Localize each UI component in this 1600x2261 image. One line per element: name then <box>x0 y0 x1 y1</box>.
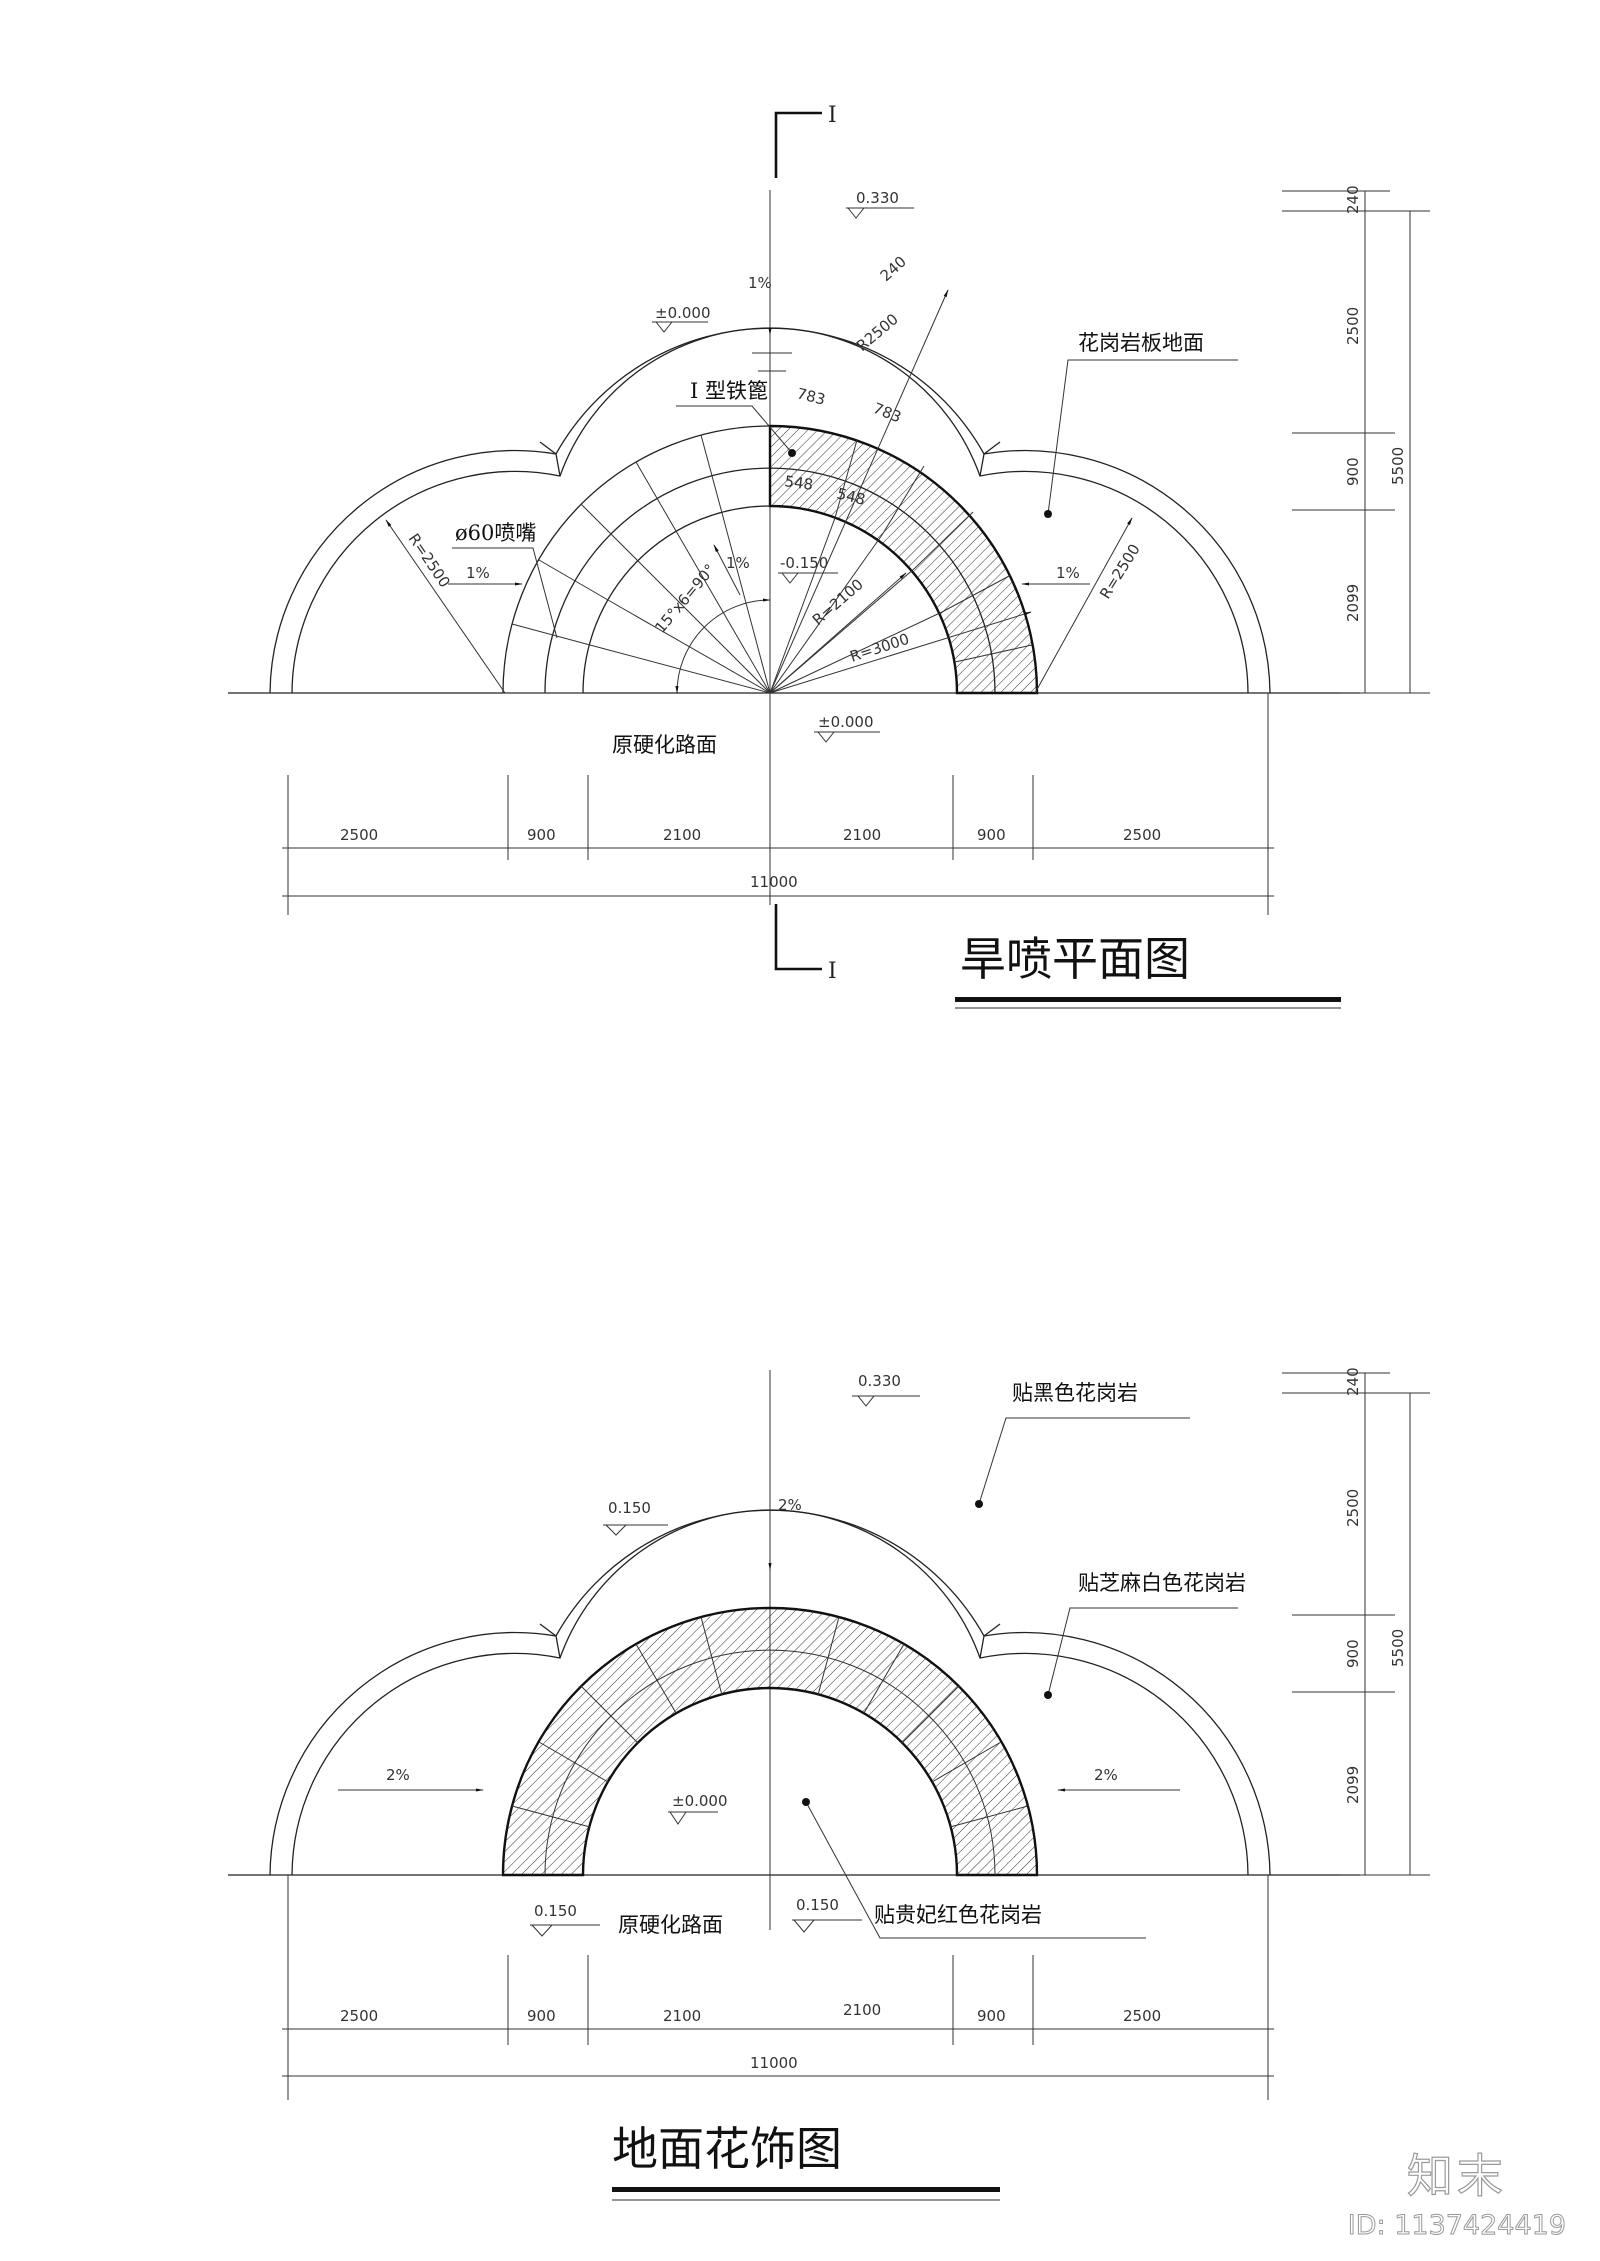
leader-grate <box>676 405 793 454</box>
elev-inner: ±0.000 <box>655 304 711 322</box>
plan-1-fountain: 1% 1% 1% 1% 0.330 ±0.000 -0.150 ±0.000 R… <box>228 103 1430 1009</box>
dim-total-height: 5500 <box>1389 447 1407 485</box>
radius-left: R=2500 <box>405 530 454 591</box>
horizontal-dimensions-2: 2500 900 2100 2100 900 2500 11000 <box>282 1875 1274 2100</box>
angle-arc <box>675 598 771 694</box>
dim-2100-right: 2100 <box>843 826 881 844</box>
section-label-top: I <box>828 103 837 128</box>
dim2-2500-vertical: 2500 <box>1344 1489 1362 1527</box>
leader-r2500-top <box>769 289 949 694</box>
horizontal-dimensions: 2500 900 2100 2100 900 2500 11000 <box>282 693 1274 915</box>
dim-900-left: 900 <box>527 826 556 844</box>
leader-paving <box>1047 359 1238 515</box>
label-iron-grate: I 型铁篦 <box>690 379 768 403</box>
dim2-2500-left: 2500 <box>340 2007 378 2025</box>
vertical-dimensions-2: 240 2500 900 2099 5500 <box>1282 1367 1430 1876</box>
angle-label: 15°x6=90° <box>651 561 719 637</box>
watermark-id: ID: 1137424419 <box>1347 2210 1566 2242</box>
hatched-band-red-granite <box>501 1606 1039 1877</box>
dim2-total-width: 11000 <box>750 2054 798 2072</box>
label-road: 原硬化路面 <box>612 733 717 757</box>
dim-900-right: 900 <box>977 826 1006 844</box>
slope-left-2: 2% <box>386 1766 410 1784</box>
leader-r3000 <box>769 611 1032 694</box>
right-cusp <box>979 441 1001 477</box>
vertical-dimensions: 240 2500 900 2099 5500 <box>1282 185 1430 694</box>
dim2-2100-left: 2100 <box>663 2007 701 2025</box>
slope-center: 1% <box>726 554 750 572</box>
watermark-brand: 知末 <box>1406 2148 1507 2203</box>
slope-right-2: 2% <box>1094 1766 1118 1784</box>
dim2-2500-right: 2500 <box>1123 2007 1161 2025</box>
plan-2-floor-decoration: 2% 2% 2% 0.330 0.150 ±0.000 0.150 0.150 … <box>228 1367 1430 2201</box>
elev-top: 0.330 <box>856 189 899 207</box>
section-marker-bottom <box>774 904 822 971</box>
slope-left: 1% <box>466 564 490 582</box>
elev-ground-right-2: 0.150 <box>796 1896 839 1914</box>
plan1-title: 旱喷平面图 <box>960 932 1190 986</box>
label-nozzle: ø60喷嘴 <box>455 521 536 545</box>
elev-inner-2: ±0.000 <box>672 1792 728 1810</box>
band-joints <box>503 434 1033 694</box>
leader-r2500-right <box>1034 517 1133 694</box>
slope-arrow-center <box>713 544 741 596</box>
elev-center: -0.150 <box>780 554 828 572</box>
section-label-bottom: I <box>828 959 837 984</box>
label-road-2: 原硬化路面 <box>618 1913 723 1937</box>
dim-2500-vertical: 2500 <box>1344 307 1362 345</box>
dim2-total-height: 5500 <box>1389 1629 1407 1667</box>
segment-783-a: 783 <box>795 384 827 408</box>
dim-2500-right: 2500 <box>1123 826 1161 844</box>
leader-black-granite <box>978 1417 1190 1505</box>
dim-240: 240 <box>1344 185 1362 214</box>
wall-thickness: 240 <box>877 252 910 285</box>
dim2-2100-right: 2100 <box>843 2001 881 2019</box>
dim-900-vertical: 900 <box>1344 457 1362 486</box>
radius-outer: R=3000 <box>848 630 912 666</box>
slope-right: 1% <box>1056 564 1080 582</box>
elev-top-2: 0.330 <box>858 1372 901 1390</box>
radius-inner: R=2100 <box>809 575 867 629</box>
label-red-granite: 贴贵妃红色花岗岩 <box>874 1903 1042 1927</box>
left-cusp <box>539 441 561 477</box>
leader-nozzle <box>452 547 558 639</box>
band-joints-2 <box>511 1616 1029 1828</box>
dim2-900-vertical: 900 <box>1344 1639 1362 1668</box>
dim-2099: 2099 <box>1344 584 1362 622</box>
radius-right: R=2500 <box>1096 541 1144 602</box>
hatched-grate-band <box>768 424 1039 695</box>
label-granite-paving: 花岗岩板地面 <box>1078 331 1204 355</box>
dim2-900-right: 900 <box>977 2007 1006 2025</box>
segment-548-a: 548 <box>783 472 814 494</box>
elev-ground-left-2: 0.150 <box>534 1902 577 1920</box>
dim2-240: 240 <box>1344 1367 1362 1396</box>
segment-783-b: 783 <box>871 399 904 426</box>
dim-2100-left: 2100 <box>663 826 701 844</box>
plan2-title: 地面花饰图 <box>612 2122 842 2176</box>
section-marker-top <box>774 111 822 178</box>
leader-r2500-left <box>385 519 506 694</box>
dim2-2099: 2099 <box>1344 1766 1362 1804</box>
slope-top-2: 2% <box>778 1496 802 1514</box>
watermark: 知末 ID: 1137424419 <box>1347 2140 1566 2242</box>
radius-top: R2500 <box>853 310 902 355</box>
label-black-granite: 贴黑色花岗岩 <box>1012 1381 1138 1405</box>
elev-ground: ±0.000 <box>818 713 874 731</box>
leader-r2100 <box>769 572 907 694</box>
dim-2500-left: 2500 <box>340 826 378 844</box>
slope-top: 1% <box>748 274 772 292</box>
label-sesame-granite: 贴芝麻白色花岗岩 <box>1078 1571 1246 1595</box>
dim-total-width: 11000 <box>750 873 798 891</box>
leader-red-granite <box>805 1801 1146 1939</box>
dim2-900-left: 900 <box>527 2007 556 2025</box>
elev-left-upper-2: 0.150 <box>608 1499 651 1517</box>
leader-sesame-granite <box>1047 1607 1238 1696</box>
